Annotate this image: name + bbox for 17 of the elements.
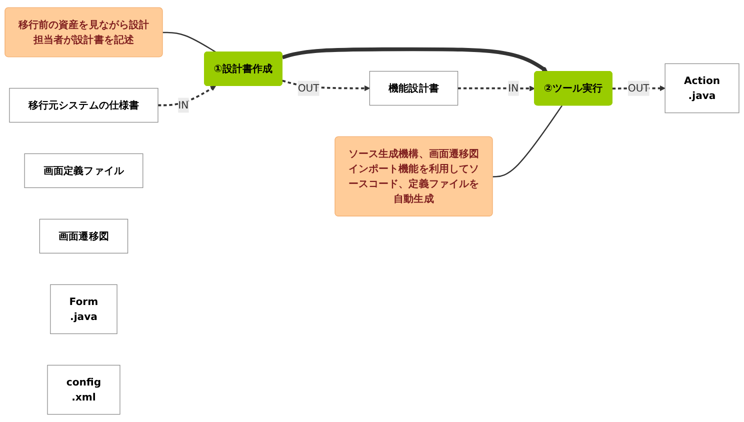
node-box: 画面遷移図 xyxy=(39,218,128,254)
arrow xyxy=(158,86,216,106)
node-box: 画面定義ファイル xyxy=(24,153,144,188)
node-box: 機能設計書 xyxy=(369,70,458,106)
arrow xyxy=(282,47,548,72)
node-box: Form .java xyxy=(50,284,118,334)
edge-label: OUT xyxy=(628,82,650,94)
edge-label: IN xyxy=(178,98,189,111)
connector xyxy=(162,32,216,53)
edge-label: OUT xyxy=(298,82,320,94)
connector xyxy=(492,105,563,178)
node-box: Action .java xyxy=(664,63,740,114)
edge-label: IN xyxy=(508,82,519,94)
arrow xyxy=(282,80,370,92)
node-box: config .xml xyxy=(47,364,120,415)
arrow xyxy=(458,86,535,92)
node-box: 移行元システムの仕様書 xyxy=(9,88,158,123)
